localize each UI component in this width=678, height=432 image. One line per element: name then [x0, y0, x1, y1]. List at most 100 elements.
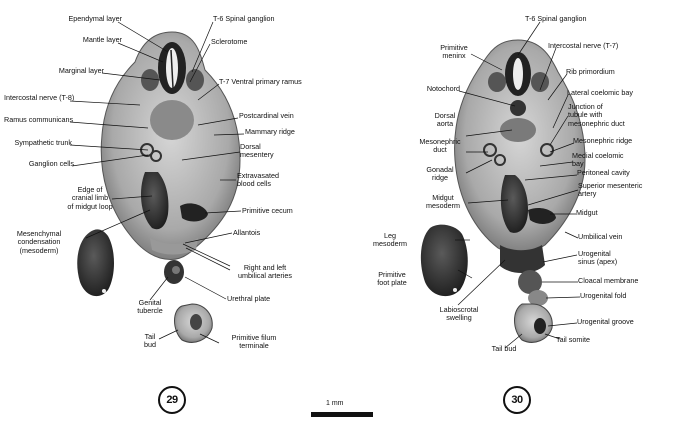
label-filum-line1: Primitive filum — [231, 333, 277, 342]
label-extravasated-blood-cells: Extravasated blood cells — [237, 171, 279, 189]
label-junction-line3: mesonephric duct — [568, 118, 625, 128]
label-genital-line2: tubercle — [137, 306, 163, 316]
label-foot-plate-line1: Primitive — [378, 270, 406, 279]
label-urogenital-sinus-line1: Urogenital — [578, 249, 611, 258]
section-29-specimen — [77, 31, 241, 343]
label-gonadal-ridge-line1: Gonadal — [426, 165, 454, 174]
label-leg-mesoderm-line1: Leg — [384, 231, 396, 240]
label-dorsal-mesentery: Dorsal mesentery — [240, 142, 274, 160]
label-junction-line2: tubule with — [568, 110, 603, 120]
label-sclerotome: Sclerotome — [211, 37, 248, 46]
label-mesenchymal-condensation: Mesenchymal condensation (mesoderm) — [6, 229, 72, 255]
label-junction-tubule: Junction of tubule with mesonephric duct — [568, 102, 625, 128]
label-foot-plate-line2: foot plate — [377, 278, 407, 288]
label-gonadal-ridge: Gonadal ridge — [418, 165, 462, 183]
label-midgut: Midgut — [576, 208, 598, 217]
label-umbilical-arteries: Right and left umbilical arteries — [228, 263, 302, 281]
label-primitive-foot-plate: Primitive foot plate — [366, 270, 418, 288]
label-urogenital-sinus: Urogenital sinus (apex) — [578, 249, 618, 267]
label-meninx-line2: meninx — [442, 51, 466, 61]
label-leg-mesoderm-line2: mesoderm — [373, 239, 407, 249]
label-sma-line1: Superior mesenteric — [578, 181, 643, 190]
label-intercostal-nerve-t7: Intercostal nerve (T-7) — [548, 41, 619, 50]
label-marginal-layer: Marginal layer — [58, 66, 104, 75]
label-sympathetic-trunk: Sympathetic trunk — [14, 138, 72, 147]
label-ganglion-cells: Ganglion cells — [28, 159, 74, 168]
label-tail-bud-line1: Tail — [144, 332, 156, 341]
label-tail-somite: Tail somite — [556, 335, 590, 344]
label-gonadal-ridge-line2: ridge — [432, 173, 448, 183]
label-junction-line1: Junction of — [568, 102, 603, 111]
leader-lines-29 — [69, 21, 245, 344]
label-postcardinal-vein: Postcardinal vein — [239, 111, 294, 120]
label-labioscrotal-line1: Labioscrotal — [439, 305, 479, 314]
label-ramus-communicans: Ramus communicans — [4, 115, 74, 124]
label-mantle-layer: Mantle layer — [82, 35, 122, 44]
label-extravasated-line1: Extravasated — [237, 171, 279, 180]
label-peritoneal-cavity: Peritoneal cavity — [577, 168, 630, 177]
label-mesenchymal-line2: condensation — [17, 237, 61, 247]
scale-bar — [311, 412, 373, 417]
label-medial-coelomic-line1: Medial coelomic — [572, 151, 624, 160]
label-primitive-cecum: Primitive cecum — [242, 206, 293, 215]
label-dorsal-aorta-line1: Dorsal — [434, 111, 456, 120]
label-mesonephric-duct-line2: duct — [433, 145, 447, 155]
label-cloacal-membrane: Cloacal membrane — [578, 276, 639, 285]
label-medial-coelomic-bay: Medial coelomic bay — [572, 151, 624, 169]
label-sma-line2: artery — [578, 189, 597, 199]
label-t6-spinal-ganglion-29: T-6 Spinal ganglion — [213, 14, 275, 23]
label-dorsal-aorta-line2: aorta — [436, 119, 454, 129]
label-dorsal-aorta: Dorsal aorta — [426, 111, 464, 129]
label-primitive-meninx: Primitive meninx — [434, 43, 474, 61]
label-mesonephric-ridge: Mesonephric ridge — [573, 136, 633, 145]
scale-bar-label: 1 mm — [326, 400, 344, 407]
label-edge-line2: cranial limb — [71, 193, 109, 203]
panel-number-30: 30 — [503, 386, 531, 414]
label-mesonephric-duct-line1: Mesonephric — [419, 137, 461, 146]
label-midgut-mesoderm-line1: Midgut — [432, 193, 454, 202]
label-extravasated-line2: blood cells — [237, 179, 271, 189]
label-allantois: Allantois — [233, 228, 261, 237]
label-medial-coelomic-line2: bay — [572, 159, 584, 169]
label-lateral-coelomic-bay: Lateral coelomic bay — [567, 88, 633, 97]
label-leg-mesoderm: Leg mesoderm — [368, 231, 412, 249]
label-ependymal-layer: Ependymal layer — [68, 14, 122, 23]
label-superior-mesenteric-artery: Superior mesenteric artery — [578, 181, 643, 199]
label-labioscrotal-swelling: Labioscrotal swelling — [430, 305, 488, 323]
label-urethral-plate: Urethral plate — [227, 294, 271, 303]
label-tail-bud-30: Tail bud — [491, 344, 517, 353]
label-genital-line1: Genital — [138, 298, 162, 307]
label-umbilical-line1: Right and left — [243, 263, 287, 272]
label-urogenital-sinus-line2: sinus (apex) — [578, 257, 618, 267]
label-meninx-line1: Primitive — [440, 43, 468, 52]
label-midgut-mesoderm-line2: mesoderm — [426, 201, 460, 211]
label-notochord: Notochord — [426, 84, 460, 93]
label-labioscrotal-line2: swelling — [446, 313, 472, 323]
label-dorsal-mesentery-line1: Dorsal — [240, 142, 261, 151]
label-intercostal-nerve-t8: Intercostal nerve (T-8) — [4, 93, 75, 102]
label-t6-spinal-ganglion-30: T-6 Spinal ganglion — [525, 14, 587, 23]
label-edge-line1: Edge of — [77, 185, 103, 194]
label-tail-bud-line2: bud — [144, 340, 156, 350]
section-30-specimen — [420, 39, 586, 343]
label-umbilical-line2: umbilical arteries — [238, 271, 292, 281]
label-genital-tubercle: Genital tubercle — [128, 298, 172, 316]
label-rib-primordium: Rib primordium — [566, 67, 615, 76]
label-urogenital-fold: Urogenital fold — [580, 291, 627, 300]
label-umbilical-vein: Umbilical vein — [578, 232, 623, 241]
label-edge-cranial-limb: Edge of cranial limb of midgut loop — [58, 185, 122, 211]
label-mammary-ridge: Mammary ridge — [245, 127, 295, 136]
label-mesenchymal-line3: (mesoderm) — [19, 245, 59, 255]
label-edge-line3: of midgut loop — [67, 201, 113, 211]
label-tail-bud-29: Tail bud — [138, 332, 162, 350]
panel-number-29: 29 — [158, 386, 186, 414]
label-midgut-mesoderm: Midgut mesoderm — [418, 193, 468, 211]
label-primitive-filum-terminale: Primitive filum terminale — [220, 333, 288, 351]
label-mesonephric-duct: Mesonephric duct — [414, 137, 466, 155]
label-filum-line2: terminale — [239, 341, 269, 351]
label-urogenital-groove: Urogenital groove — [577, 317, 634, 326]
leader-lines-30 — [455, 21, 581, 349]
label-t7-ventral-ramus: T-7 Ventral primary ramus — [219, 77, 302, 86]
